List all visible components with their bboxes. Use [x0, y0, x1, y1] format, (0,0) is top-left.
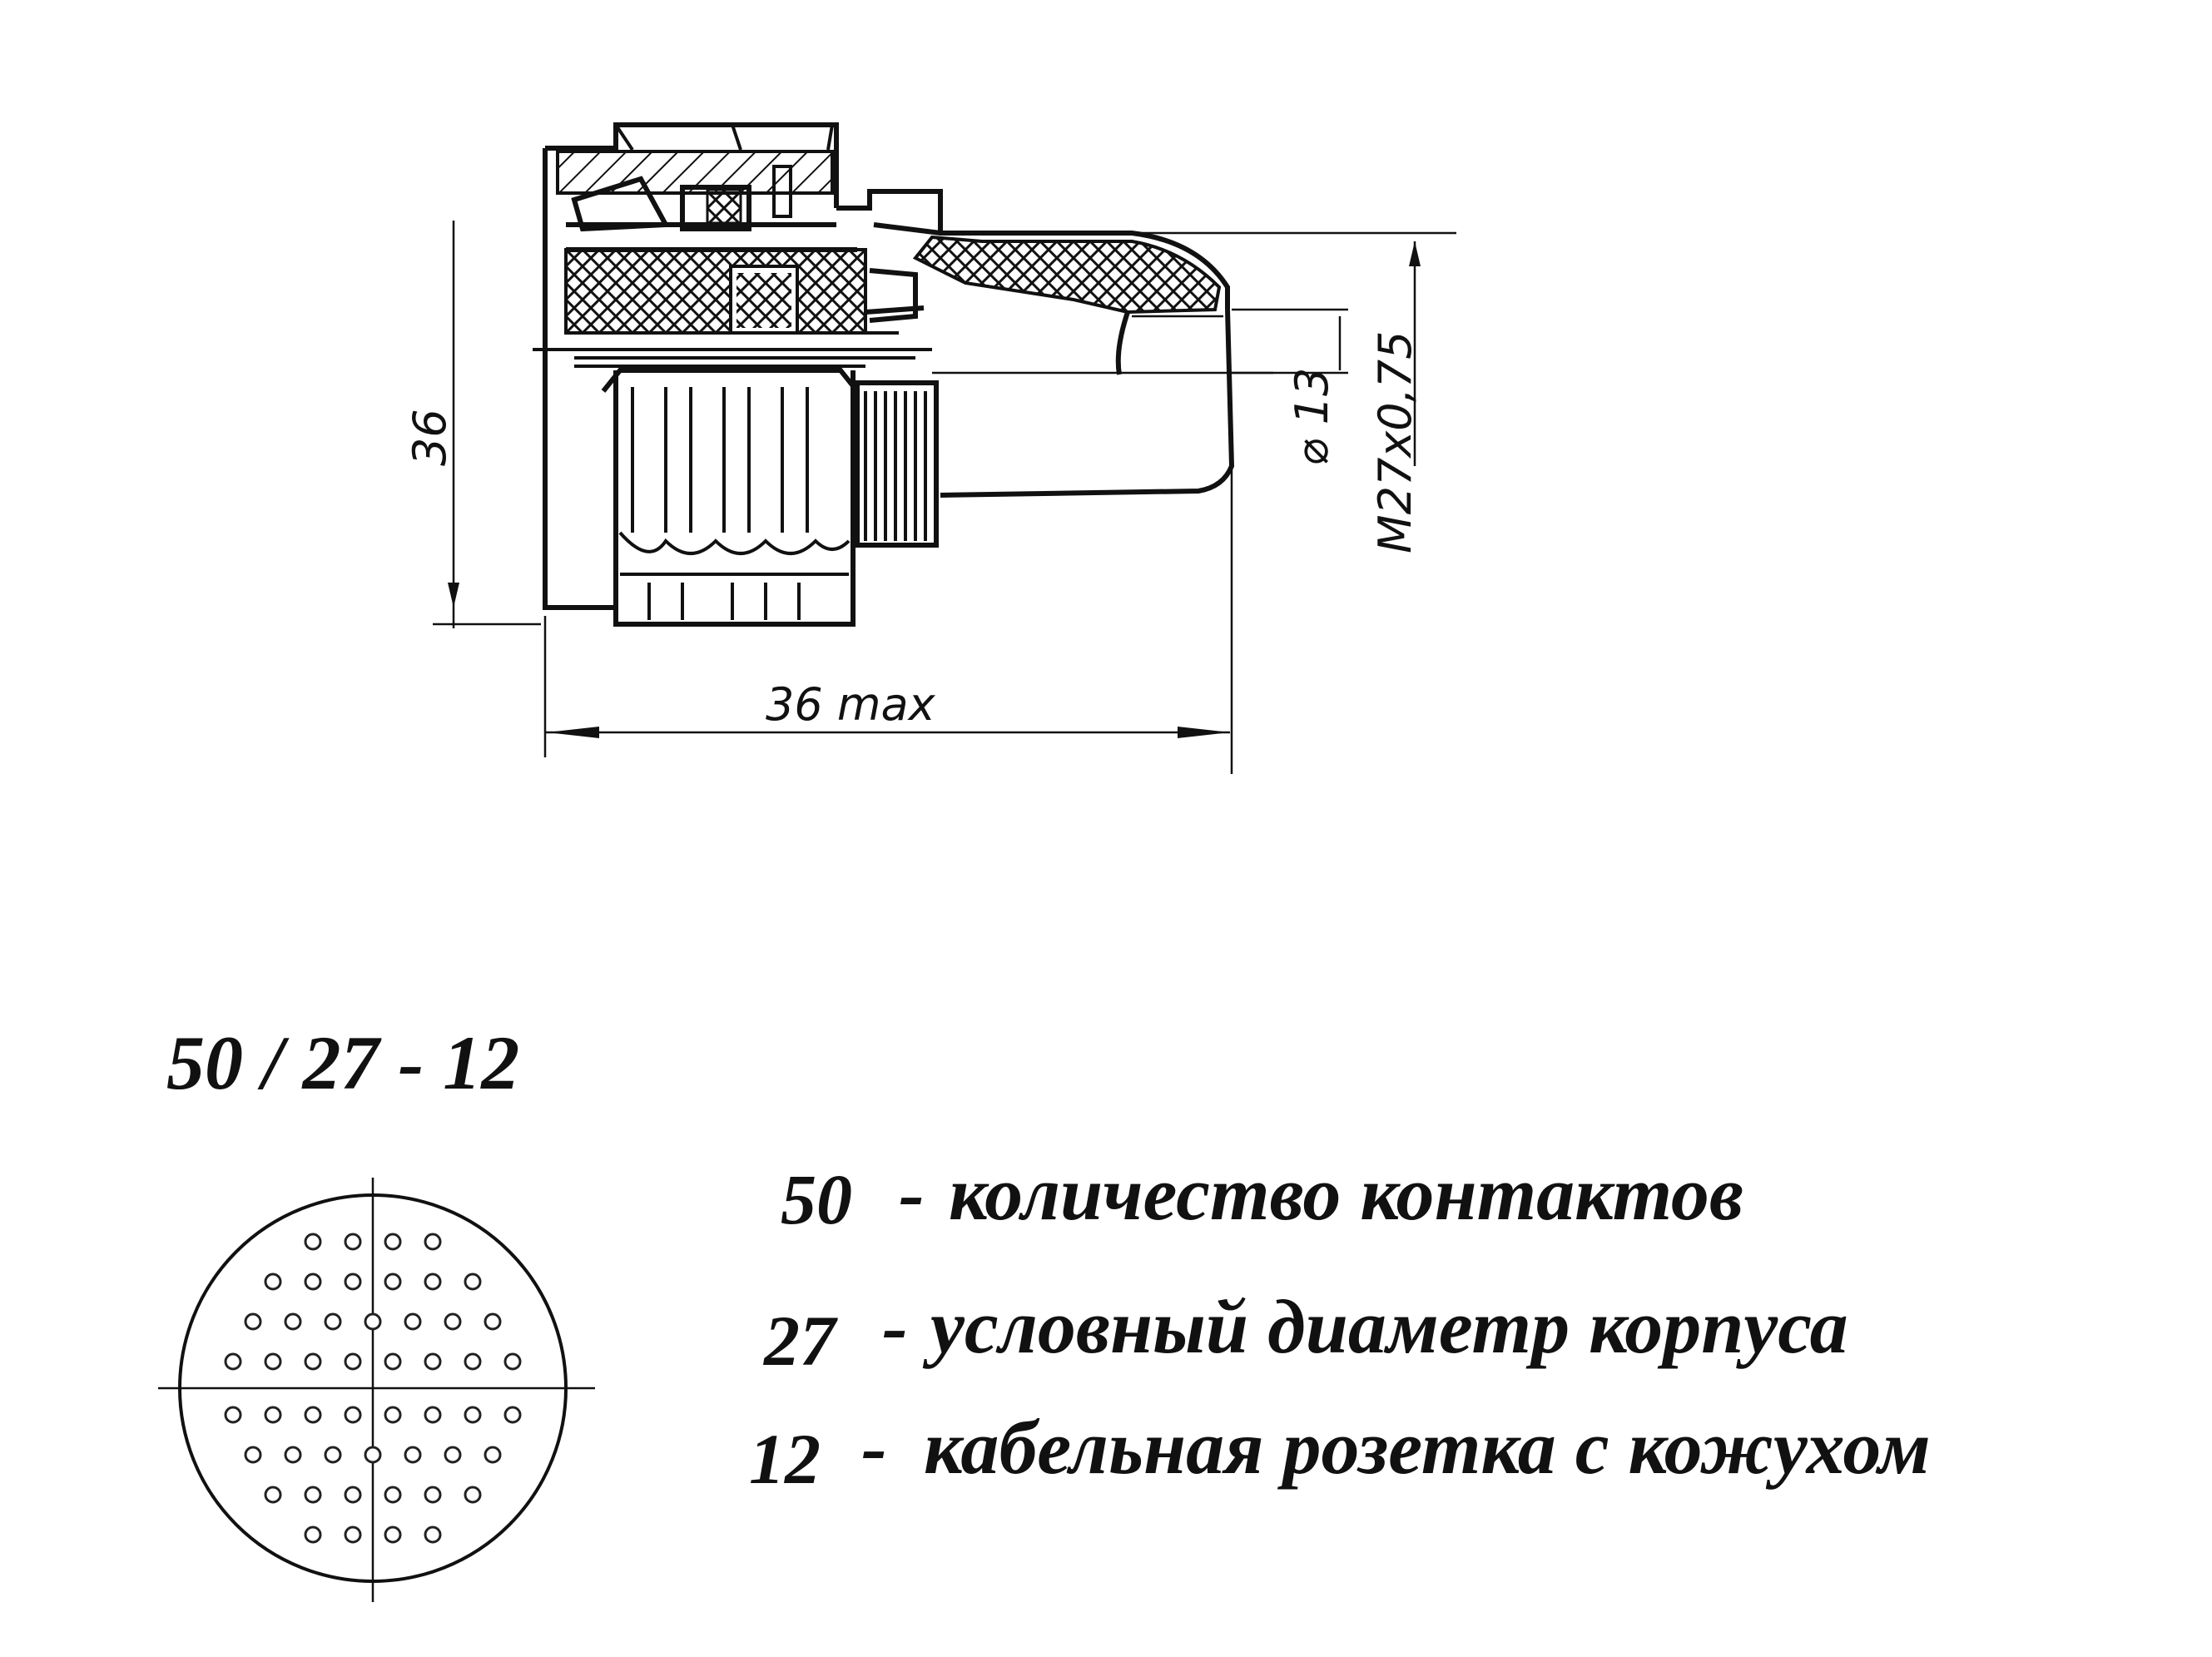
dimension-width: 36 max	[543, 466, 1233, 774]
connector-side-view	[533, 122, 1273, 627]
contact-pin	[304, 1233, 322, 1251]
contact-pin	[284, 1446, 302, 1464]
contact-pin	[244, 1312, 262, 1331]
legend-description-2: условный диаметр корпуса	[922, 1284, 1848, 1369]
contact-pin	[464, 1406, 482, 1424]
contact-pin	[444, 1446, 462, 1464]
contact-pin	[344, 1233, 362, 1251]
contact-pin	[424, 1233, 442, 1251]
contact-pin	[424, 1352, 442, 1371]
contact-pin	[404, 1446, 422, 1464]
contact-pin	[304, 1406, 322, 1424]
contact-pin	[484, 1312, 502, 1331]
code-title: 50 / 27 - 12	[166, 1020, 519, 1105]
contact-pin	[264, 1352, 282, 1371]
contact-pin	[424, 1526, 442, 1544]
contact-pin	[503, 1406, 522, 1424]
contact-pin	[364, 1446, 382, 1464]
dim-thread-label: M27x0,75	[1369, 331, 1421, 554]
contact-pin	[324, 1446, 342, 1464]
contact-pin	[384, 1526, 402, 1544]
legend-dash-2: -	[882, 1284, 908, 1369]
legend-description-3: кабельная розетка с кожухом	[924, 1405, 1931, 1490]
contact-pin	[264, 1273, 282, 1291]
contact-pin	[344, 1352, 362, 1371]
contact-pin	[384, 1233, 402, 1251]
legend-dash-1: -	[899, 1151, 925, 1236]
contact-pin	[304, 1526, 322, 1544]
dim-width-label: 36 max	[766, 678, 936, 731]
contact-pin	[464, 1486, 482, 1504]
contact-pin	[284, 1312, 302, 1331]
contact-pin	[264, 1406, 282, 1424]
contact-pin	[304, 1486, 322, 1504]
contact-pin	[384, 1273, 402, 1291]
legend-dash-3: -	[861, 1405, 887, 1490]
contact-pin	[424, 1273, 442, 1291]
contact-pin	[464, 1273, 482, 1291]
contact-pin	[384, 1352, 402, 1371]
contact-pin	[304, 1352, 322, 1371]
contact-pin	[424, 1486, 442, 1504]
contact-pins	[224, 1233, 522, 1544]
contact-pin	[224, 1406, 242, 1424]
contact-pin	[304, 1273, 322, 1291]
dimension-thread: M27x0,75	[940, 231, 1456, 554]
contact-pin	[264, 1486, 282, 1504]
contact-pin	[344, 1406, 362, 1424]
contact-pin	[344, 1273, 362, 1291]
contact-pin	[344, 1526, 362, 1544]
dimension-height: 36	[404, 221, 541, 628]
contact-pin	[503, 1352, 522, 1371]
contact-pin	[424, 1406, 442, 1424]
contact-pin	[364, 1312, 382, 1331]
contact-pin	[384, 1406, 402, 1424]
pinout-view	[158, 1178, 595, 1602]
contact-pin	[324, 1312, 342, 1331]
legend-number-3: 12	[749, 1419, 821, 1499]
contact-pin	[344, 1486, 362, 1504]
dimension-diameter: ⌀ 13	[1232, 308, 1348, 466]
contact-pin	[404, 1312, 422, 1331]
contact-pin	[224, 1352, 242, 1371]
contact-pin	[464, 1352, 482, 1371]
legend-description-1: количество контактов	[949, 1151, 1743, 1236]
contact-pin	[484, 1446, 502, 1464]
contact-pin	[384, 1486, 402, 1504]
legend: 50 - количество контактов 27 - условный …	[749, 1151, 1931, 1499]
contact-pin	[244, 1446, 262, 1464]
dim-diameter-label: ⌀ 13	[1286, 368, 1338, 466]
legend-number-1: 50	[781, 1159, 852, 1239]
legend-number-2: 27	[762, 1301, 838, 1381]
contact-pin	[444, 1312, 462, 1331]
dim-height-label: 36	[404, 409, 456, 466]
